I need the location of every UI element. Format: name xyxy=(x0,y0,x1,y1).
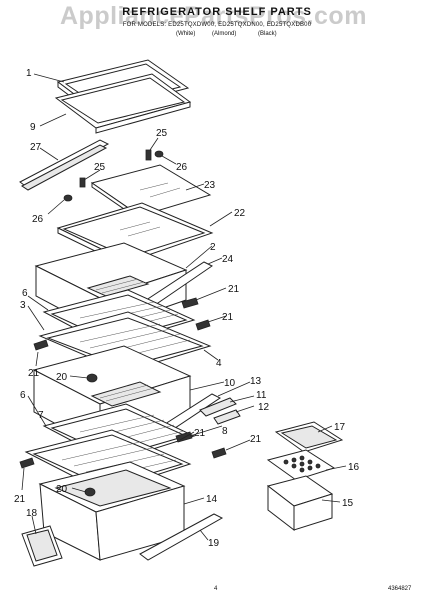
part-11-bracket xyxy=(199,397,237,417)
callout-25-lower: 25 xyxy=(94,162,106,173)
callout-18: 18 xyxy=(26,508,38,519)
page-number: 4 xyxy=(214,586,218,592)
callout-6-upper: 6 xyxy=(22,288,28,299)
callout-21-a: 21 xyxy=(228,284,240,295)
screw-26-lower xyxy=(63,194,73,202)
callout-2: 2 xyxy=(210,242,216,253)
callout-21-f: 21 xyxy=(14,494,26,505)
part-12-bracket xyxy=(213,409,241,425)
callout-17: 17 xyxy=(334,422,346,433)
callout-25-upper: 25 xyxy=(156,128,168,139)
callout-21-d: 21 xyxy=(194,428,206,439)
callout-16: 16 xyxy=(348,462,360,473)
callout-1: 1 xyxy=(26,68,32,79)
part-16-egg-tray xyxy=(266,449,336,481)
callout-27: 27 xyxy=(30,142,42,153)
callout-21-c: 21 xyxy=(222,312,234,323)
callout-8: 8 xyxy=(222,426,228,437)
callout-20-lower: 20 xyxy=(56,484,68,495)
diagram-title: REFRIGERATOR SHELF PARTS xyxy=(122,6,312,18)
slide-21a xyxy=(181,297,199,309)
model-numbers: FOR MODELS: ED25TQXDW00, ED25TQXDN00, ED… xyxy=(122,22,312,28)
callout-26-lower: 26 xyxy=(32,214,44,225)
finish-almond: (Almond) xyxy=(212,31,237,37)
callout-3: 3 xyxy=(20,300,26,311)
slide-21d xyxy=(211,447,227,459)
part-14-drawer xyxy=(38,461,186,561)
callout-6-lower: 6 xyxy=(20,390,26,401)
callout-22: 22 xyxy=(234,208,246,219)
callout-23: 23 xyxy=(204,180,216,191)
slide-20b xyxy=(84,487,96,497)
part-15-bin xyxy=(266,475,334,532)
callout-15: 15 xyxy=(342,498,354,509)
callout-19: 19 xyxy=(208,538,220,549)
callout-20-upper: 20 xyxy=(56,372,68,383)
slide-21e xyxy=(19,457,35,469)
callout-9: 9 xyxy=(30,122,36,133)
screw-25-upper xyxy=(145,149,152,161)
screw-26-upper xyxy=(154,150,164,158)
part-18-label xyxy=(21,525,63,567)
callout-labels: 1 9 27 25 26 25 26 23 22 2 24 21 6 3 21 … xyxy=(14,68,360,549)
callout-21-b: 21 xyxy=(28,368,40,379)
slide-20a xyxy=(86,373,98,383)
callout-10: 10 xyxy=(224,378,236,389)
callout-14: 14 xyxy=(206,494,218,505)
part-27-trim-strip xyxy=(19,139,110,191)
part-9-shelf-frame xyxy=(54,73,192,134)
callout-12: 12 xyxy=(258,402,270,413)
part-19-rail xyxy=(139,513,224,561)
callout-7: 7 xyxy=(38,410,44,421)
callout-26-upper: 26 xyxy=(176,162,188,173)
part-17-cover xyxy=(274,421,344,453)
callout-4: 4 xyxy=(216,358,222,369)
callout-24: 24 xyxy=(222,254,234,265)
finish-white: (White) xyxy=(176,31,196,37)
screw-25-lower xyxy=(79,177,86,188)
callout-21-e: 21 xyxy=(250,434,262,445)
slide-21c xyxy=(195,319,211,331)
document-part-number: 4364827 xyxy=(388,586,412,592)
part-8-slide xyxy=(175,431,193,443)
leader-lines xyxy=(21,73,347,541)
watermark-text: AppliancePartsPros.com xyxy=(60,2,367,30)
callout-13: 13 xyxy=(250,376,262,387)
slide-21b xyxy=(33,339,49,351)
finish-black: (Black) xyxy=(258,31,277,37)
callout-11: 11 xyxy=(256,390,267,401)
